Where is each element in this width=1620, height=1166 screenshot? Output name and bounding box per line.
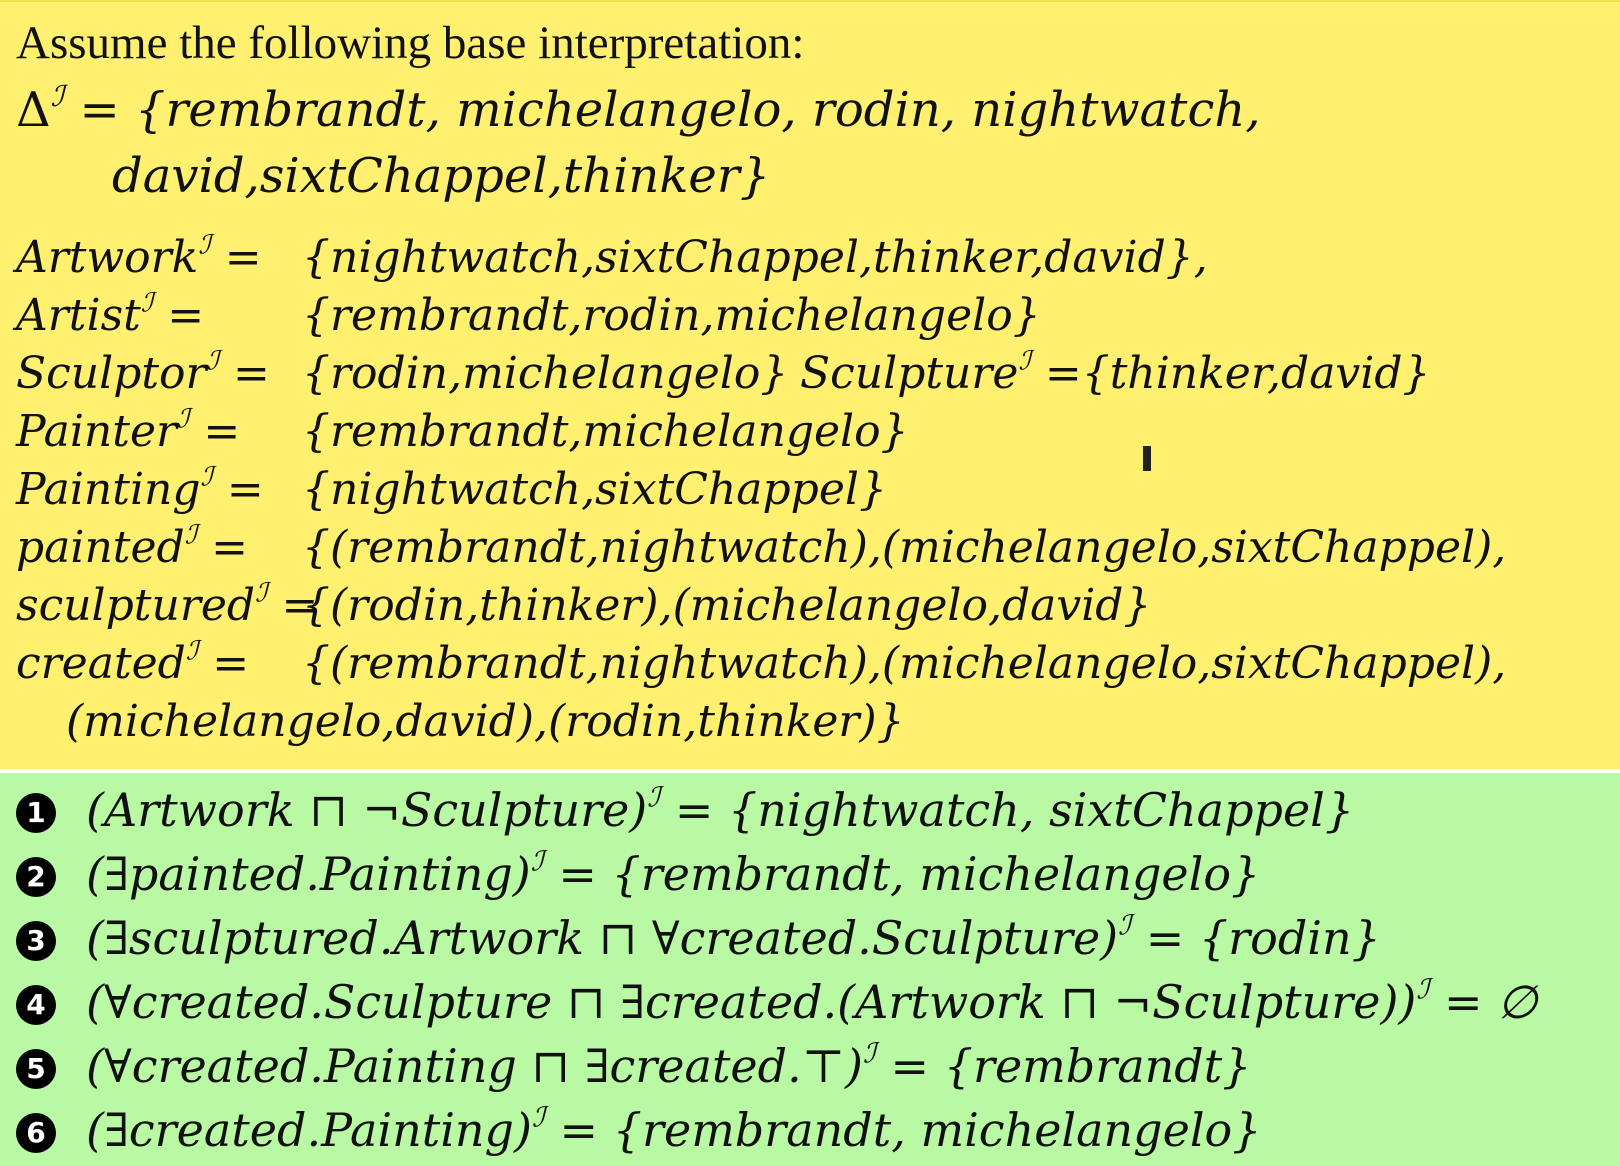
exercise-number-badge: 1 xyxy=(16,793,56,833)
exercise-result: = {rodin} xyxy=(1131,911,1381,965)
domain-values-1: = {rembrandt, michelangelo, rodin, night… xyxy=(64,82,1261,138)
exercise-result: = {rembrandt, michelangelo} xyxy=(544,1103,1262,1157)
domain-label: Δ xyxy=(16,82,51,138)
exercise-expression: (Artwork ⊓ ¬Sculpture) xyxy=(86,783,648,837)
exercise-number-badge: 3 xyxy=(16,921,56,961)
interp-label-artwork: Artworkℐ = xyxy=(16,229,262,283)
interp-label-sculptured: sculpturedℐ = xyxy=(16,577,319,631)
interp-label-painter: Painterℐ = xyxy=(16,403,241,457)
interp-label-created: createdℐ = xyxy=(16,635,250,689)
exercise-item: 1(Artwork ⊓ ¬Sculpture)ℐ = {nightwatch, … xyxy=(16,783,1354,833)
exercise-result: = {nightwatch, sixtChappel} xyxy=(660,783,1355,837)
interp-label-sculptor: Sculptorℐ = xyxy=(16,345,270,399)
interp-value-sculptor: {rodin,michelangelo} xyxy=(302,348,789,399)
domain-line-2: david,sixtChappel,thinker} xyxy=(112,148,771,204)
exercise-expression: (∃painted.Painting) xyxy=(86,847,531,901)
exercise-item: 2(∃painted.Painting)ℐ = {rembrandt, mich… xyxy=(16,847,1260,897)
panel-divider xyxy=(0,769,1620,773)
interp-value-painting: {nightwatch,sixtChappel} xyxy=(302,464,887,515)
heading: Assume the following base interpretation… xyxy=(16,17,805,69)
interp-label-painting: Paintingℐ = xyxy=(16,461,264,515)
exercise-number-badge: 6 xyxy=(16,1113,56,1153)
exercise-result: = {rembrandt, michelangelo} xyxy=(543,847,1261,901)
text-cursor xyxy=(1143,446,1151,471)
interp-sculpture: Sculptureℐ ={thinker,david} xyxy=(800,345,1431,399)
exercise-expression: (∀created.Painting ⊓ ∃created.⊤) xyxy=(86,1039,863,1093)
interp-label-painted: paintedℐ = xyxy=(16,519,248,573)
exercise-expression: (∃sculptured.Artwork ⊓ ∀created.Sculptur… xyxy=(86,911,1119,965)
exercise-result: = ∅ xyxy=(1429,975,1538,1029)
domain-line-1: Δℐ = {rembrandt, michelangelo, rodin, ni… xyxy=(16,81,1261,134)
exercise-number-badge: 2 xyxy=(16,857,56,897)
exercises-panel: 1(Artwork ⊓ ¬Sculpture)ℐ = {nightwatch, … xyxy=(0,773,1620,1166)
exercise-item: 5(∀created.Painting ⊓ ∃created.⊤)ℐ = {re… xyxy=(16,1039,1251,1089)
domain-sup: ℐ xyxy=(50,78,65,113)
interp-value-sculptured: {(rodin,thinker),(michelangelo,david} xyxy=(302,580,1152,631)
interp-value-artist: {rembrandt,rodin,michelangelo} xyxy=(302,290,1041,341)
interp-label-artist: Artistℐ = xyxy=(16,287,205,341)
exercise-expression: (∀created.Sculpture ⊓ ∃created.(Artwork … xyxy=(86,975,1417,1029)
interpretation-panel: Assume the following base interpretation… xyxy=(0,0,1620,771)
exercise-number-badge: 5 xyxy=(16,1049,56,1089)
interp-value-created: {(rembrandt,nightwatch),(michelangelo,si… xyxy=(302,638,1507,689)
interp-value-painter: {rembrandt,michelangelo} xyxy=(302,406,909,457)
interp-value-artwork: {nightwatch,sixtChappel,thinker,david}, xyxy=(302,232,1208,283)
interp-value-painted: {(rembrandt,nightwatch),(michelangelo,si… xyxy=(302,522,1507,573)
exercise-expression: (∃created.Painting) xyxy=(86,1103,532,1157)
interp-value-created-continued: (michelangelo,david),(rodin,thinker)} xyxy=(66,696,905,747)
exercise-item: 6(∃created.Painting)ℐ = {rembrandt, mich… xyxy=(16,1103,1262,1153)
exercise-item: 3(∃sculptured.Artwork ⊓ ∀created.Sculptu… xyxy=(16,911,1381,961)
exercise-result: = {rembrandt} xyxy=(875,1039,1252,1093)
exercise-item: 4(∀created.Sculpture ⊓ ∃created.(Artwork… xyxy=(16,975,1537,1025)
exercise-number-badge: 4 xyxy=(16,985,56,1025)
